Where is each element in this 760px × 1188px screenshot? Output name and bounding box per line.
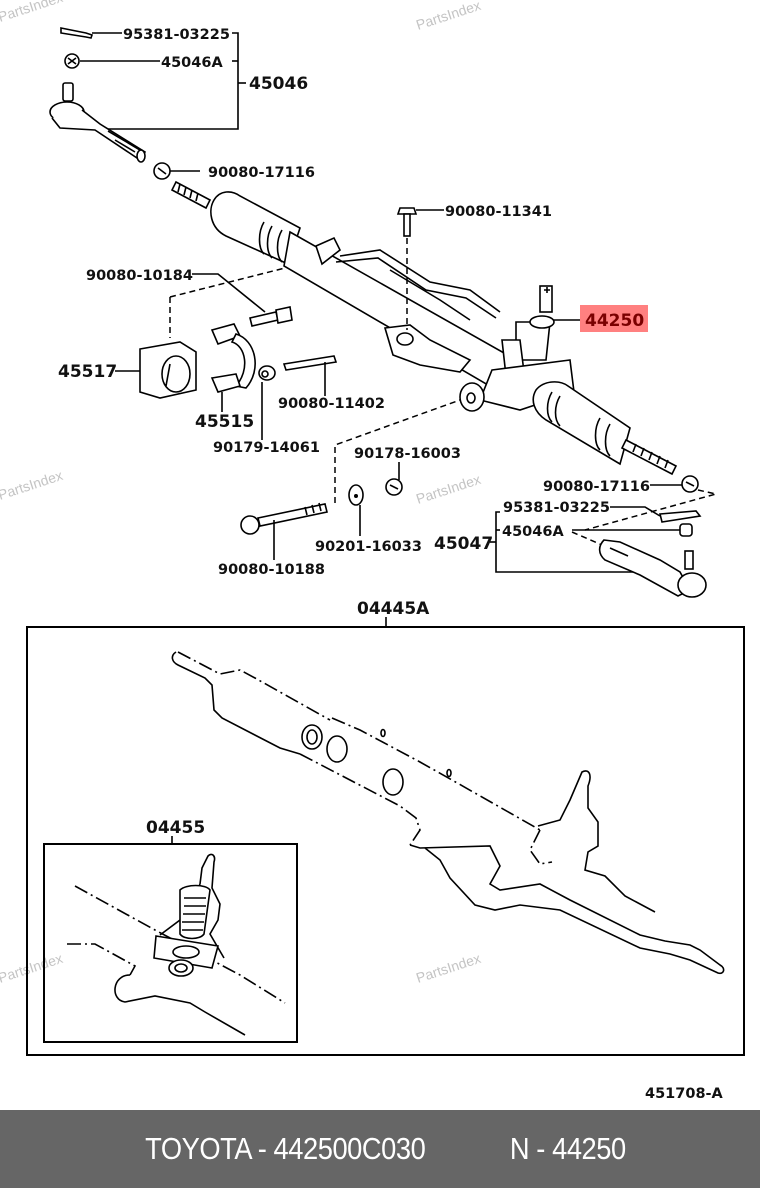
footer-bar: TOYOTA - 442500C030 N - 44250 xyxy=(0,1110,760,1188)
tie-rod-end-right xyxy=(598,539,707,598)
watermark: PartsIndex xyxy=(0,0,65,25)
label-45517[interactable]: 45517 xyxy=(58,362,117,382)
cotter-pin-top xyxy=(60,27,94,39)
nut-90179-14061 xyxy=(258,365,276,381)
watermark: PartsIndex xyxy=(414,950,483,986)
watermark: PartsIndex xyxy=(414,0,483,33)
castle-nut-bottom xyxy=(679,523,693,537)
castle-nut-top xyxy=(64,53,80,69)
label-90201-16033[interactable]: 90201-16033 xyxy=(315,539,422,555)
bracket-45515 xyxy=(210,323,256,393)
cotter-pin-bottom xyxy=(658,510,702,523)
label-90178-16003[interactable]: 90178-16003 xyxy=(354,446,461,462)
label-45047[interactable]: 45047 xyxy=(434,534,493,554)
label-90080-10184[interactable]: 90080-10184 xyxy=(86,268,193,284)
watermark: PartsIndex xyxy=(414,471,483,507)
bolt-90080-11341 xyxy=(396,207,418,237)
label-44250[interactable]: 44250 xyxy=(585,311,644,331)
steering-rack-assembly xyxy=(170,180,678,476)
label-90080-17116-top[interactable]: 90080-17116 xyxy=(208,165,315,181)
pinion-seal-kit xyxy=(67,853,286,1036)
label-90080-11402[interactable]: 90080-11402 xyxy=(278,396,385,412)
washer-90201-16033 xyxy=(348,484,364,506)
kit-box-04445A xyxy=(26,626,745,1056)
bushing-45517 xyxy=(139,341,197,399)
kit-box-04455 xyxy=(43,843,298,1043)
label-04455[interactable]: 04455 xyxy=(146,818,205,838)
label-45046A-top[interactable]: 45046A xyxy=(161,55,223,71)
label-90080-10188[interactable]: 90080-10188 xyxy=(218,562,325,578)
label-90080-17116-bottom[interactable]: 90080-17116 xyxy=(543,479,650,495)
label-95381-03225-top[interactable]: 95381-03225 xyxy=(123,27,230,43)
watermark: PartsIndex xyxy=(0,467,65,503)
label-45046A-bottom[interactable]: 45046A xyxy=(502,524,564,540)
tie-rod-end-left xyxy=(49,82,147,163)
footer-reference-number: N - 44250 xyxy=(510,1131,627,1166)
lock-nut-bottom xyxy=(681,475,699,493)
label-45046[interactable]: 45046 xyxy=(249,74,308,94)
diagram-code: 451708-A xyxy=(645,1086,724,1102)
label-45515[interactable]: 45515 xyxy=(195,412,254,432)
stud-90080-11402 xyxy=(282,355,338,371)
rack-outline-kit xyxy=(171,651,725,975)
highlight-box-44250 xyxy=(580,305,648,332)
label-95381-03225-bottom[interactable]: 95381-03225 xyxy=(503,500,610,516)
lock-nut-top xyxy=(153,162,171,180)
parts-diagram: PartsIndex PartsIndex PartsIndex PartsIn… xyxy=(0,0,745,1102)
nut-90178-16003 xyxy=(385,478,403,496)
bolt-90080-10188 xyxy=(240,502,328,535)
bolt-90080-10184 xyxy=(249,306,293,327)
label-04445A[interactable]: 04445A xyxy=(357,599,430,619)
label-90179-14061[interactable]: 90179-14061 xyxy=(213,440,320,456)
label-90080-11341[interactable]: 90080-11341 xyxy=(445,204,552,220)
footer-brand-part-number: TOYOTA - 442500C030 xyxy=(145,1131,426,1166)
watermark: PartsIndex xyxy=(0,950,65,986)
